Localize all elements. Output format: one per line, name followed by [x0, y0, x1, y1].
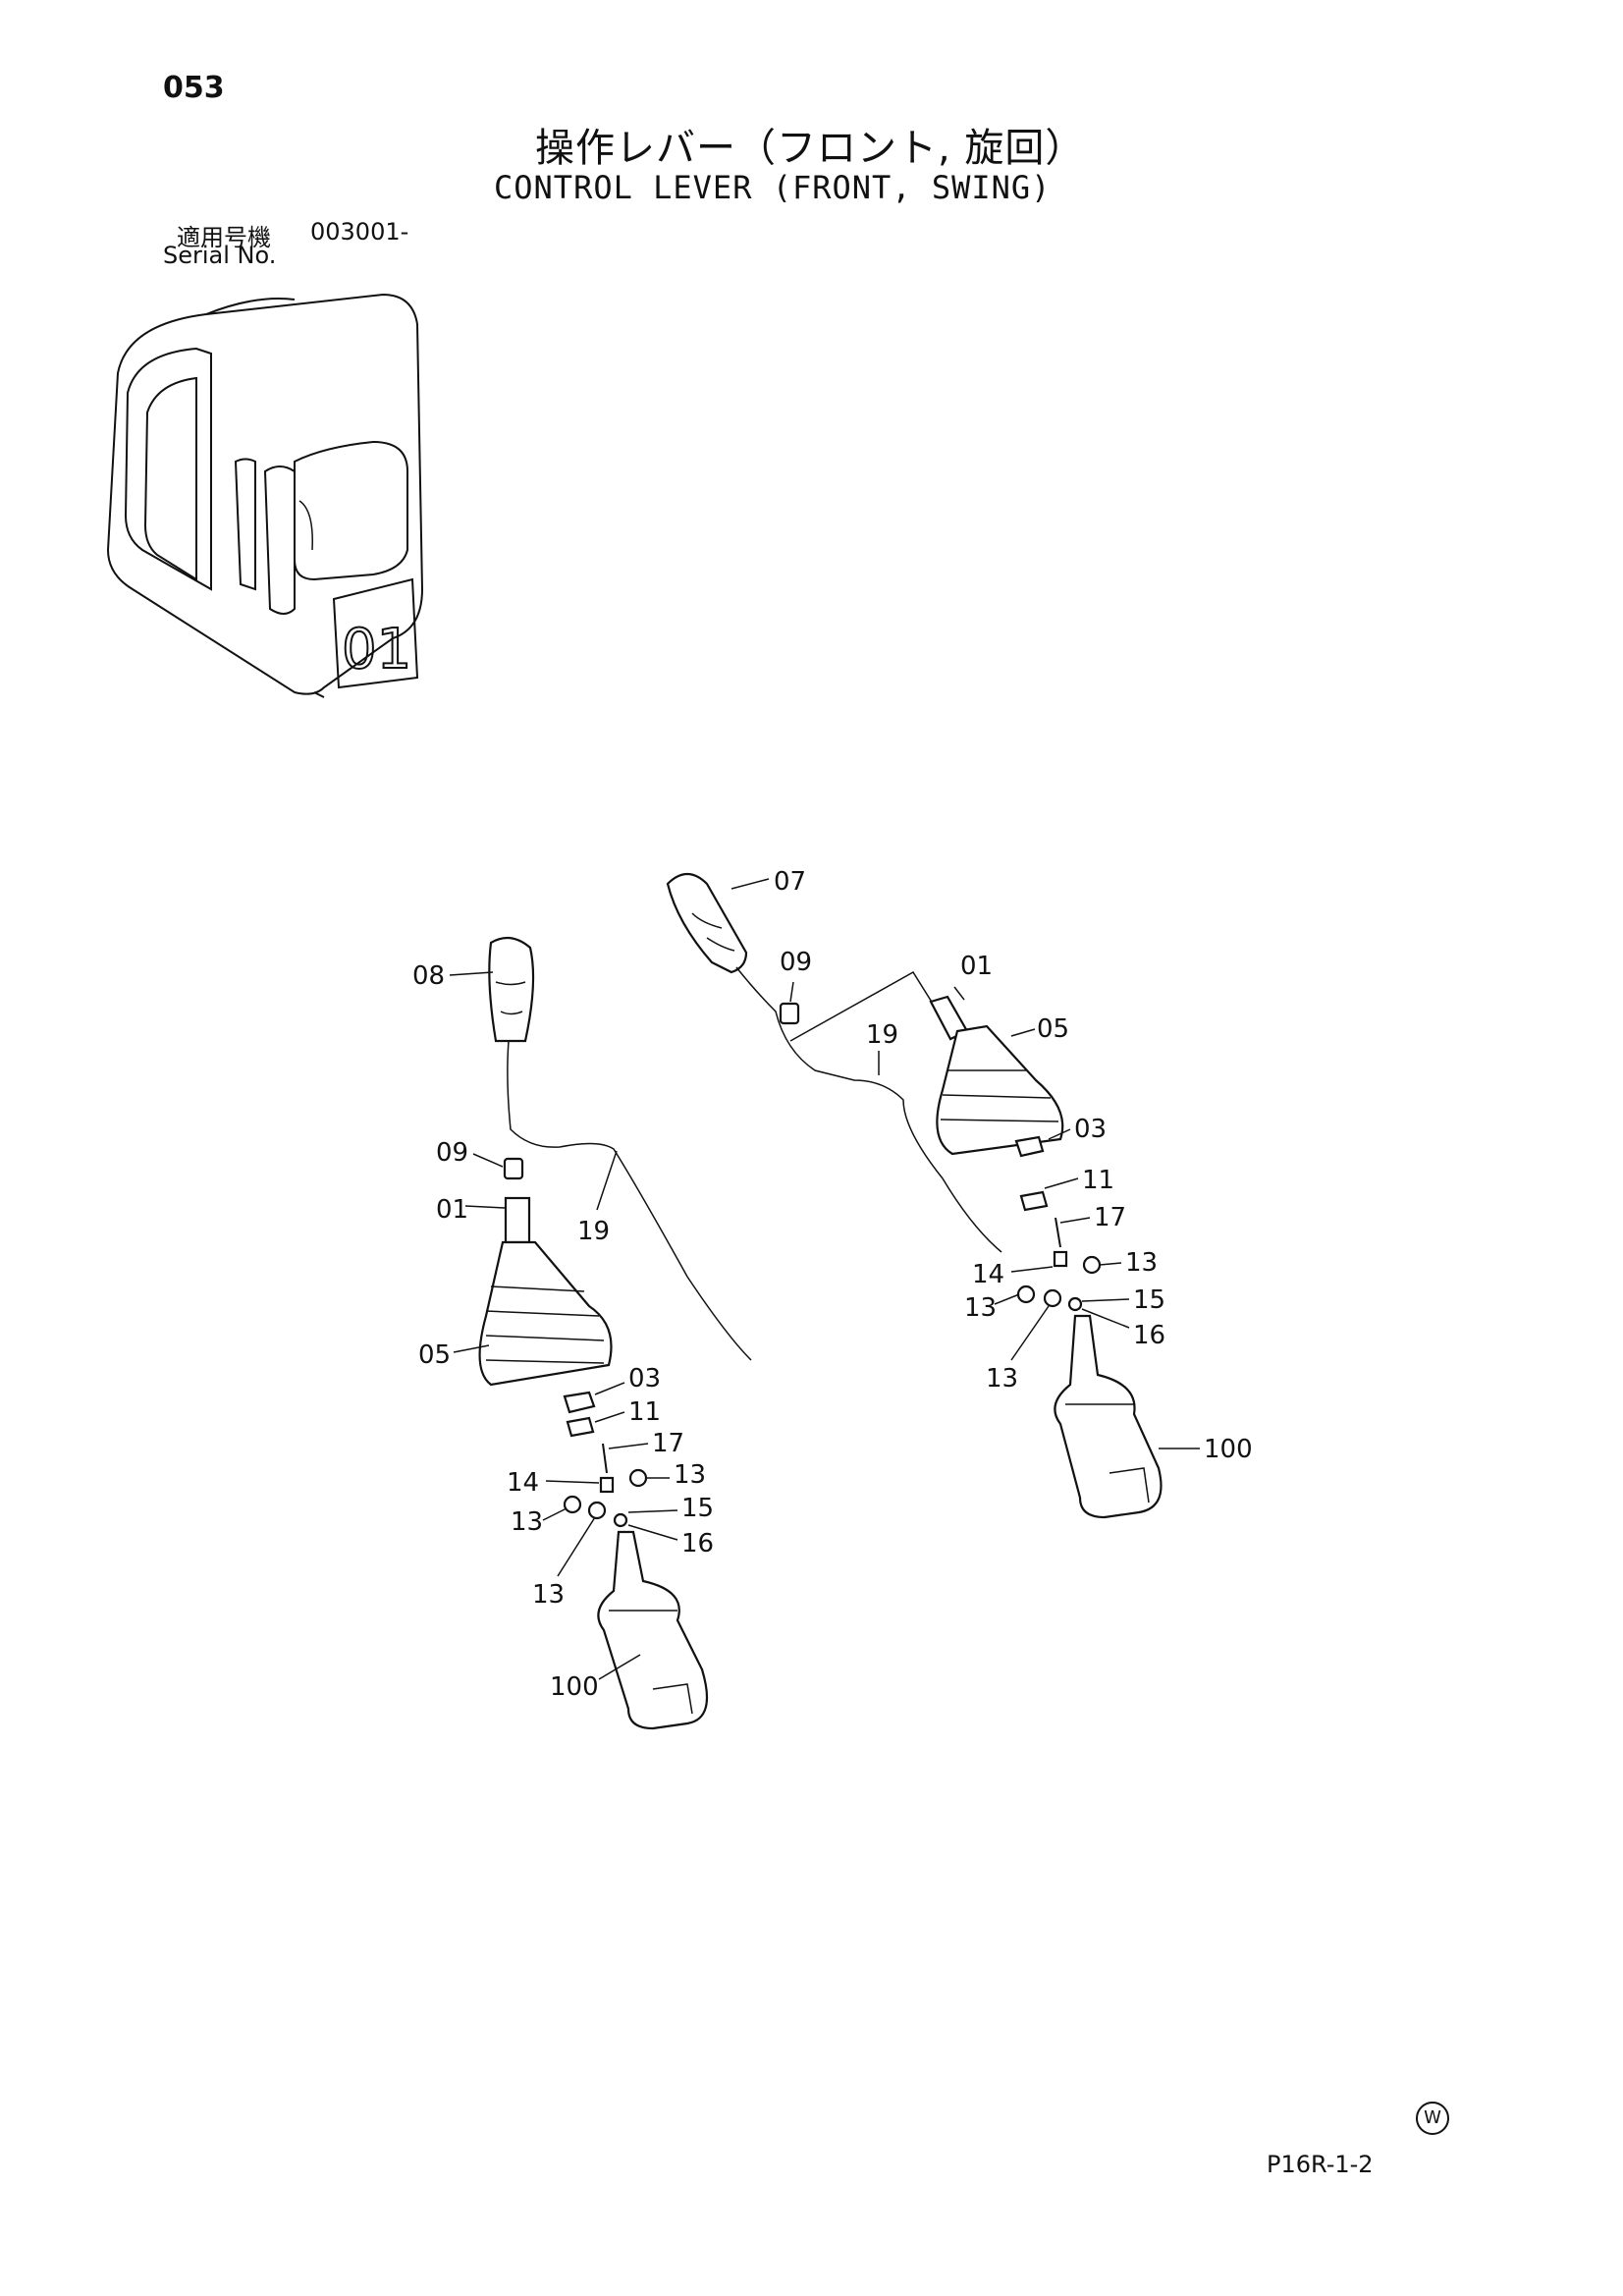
callout-09-right: 09 — [780, 948, 812, 977]
cable-19-right — [735, 966, 1002, 1253]
callout-17-right: 17 — [1094, 1203, 1126, 1232]
callout-13b-left: 13 — [511, 1507, 543, 1537]
callout-05-left: 05 — [418, 1340, 451, 1370]
callouts-left: 08 09 01 19 05 03 11 17 14 13 13 15 16 1… — [412, 961, 714, 1702]
title-english: CONTROL LEVER (FRONT, SWING) — [494, 169, 1052, 206]
callout-01-left: 01 — [436, 1195, 468, 1225]
callout-03-right: 03 — [1074, 1115, 1107, 1144]
serial-label-english: Serial No. — [163, 242, 277, 269]
callout-08-left: 08 — [412, 961, 445, 991]
callout-100-right: 100 — [1204, 1435, 1253, 1464]
nut-03-right — [1014, 1135, 1045, 1158]
callout-16-right: 16 — [1133, 1321, 1165, 1350]
page-number: 053 — [163, 71, 225, 105]
callout-13a-right: 13 — [1125, 1248, 1158, 1278]
callout-11-right: 11 — [1082, 1166, 1114, 1195]
washer-11-left — [566, 1416, 595, 1438]
callout-15-right: 15 — [1133, 1285, 1165, 1315]
callout-13b-right: 13 — [964, 1293, 997, 1323]
callout-01-right: 01 — [960, 952, 993, 981]
callout-05-right: 05 — [1037, 1014, 1069, 1044]
callout-07-right: 07 — [774, 867, 806, 897]
valve-100-left — [597, 1530, 709, 1730]
reference-code: P16R-1-2 — [1267, 2151, 1374, 2178]
pin-14-right — [1053, 1250, 1068, 1268]
callouts-right: 07 09 01 19 05 03 11 17 14 13 13 15 16 1… — [774, 867, 1253, 1464]
callout-100-left: 100 — [550, 1672, 599, 1702]
right-lever-assembly — [666, 872, 1163, 1519]
callout-14-left: 14 — [507, 1468, 539, 1498]
nut-09-left — [503, 1157, 524, 1180]
serial-label-japanese: 適用号機 — [177, 224, 271, 251]
callout-13c-left: 13 — [532, 1580, 565, 1610]
callout-15-left: 15 — [681, 1494, 714, 1523]
title-japanese: 操作レバー（フロント, 旋回） — [535, 126, 1086, 171]
svg-text:01: 01 — [342, 618, 411, 682]
cable-19-left — [507, 1040, 752, 1361]
callout-17-left: 17 — [652, 1429, 684, 1458]
lever-01-left — [504, 1196, 531, 1244]
nut-03-left — [563, 1391, 596, 1414]
callout-14-right: 14 — [972, 1260, 1004, 1289]
nut-09-right — [779, 1002, 800, 1025]
callout-13c-right: 13 — [986, 1364, 1018, 1394]
callout-11-left: 11 — [628, 1397, 661, 1427]
valve-100-right — [1054, 1314, 1163, 1519]
w-circle-mark: W — [1416, 2102, 1449, 2135]
cab-illustration: 01 — [106, 293, 424, 698]
callout-19-left: 19 — [577, 1217, 610, 1246]
pin-14-left — [599, 1476, 615, 1494]
washer-11-right — [1019, 1190, 1049, 1212]
callout-09-left: 09 — [436, 1138, 468, 1168]
callout-16-left: 16 — [681, 1529, 714, 1558]
leader-lines — [449, 878, 1200, 1680]
serial-number-value: 003001- — [310, 218, 409, 246]
callout-13a-left: 13 — [674, 1460, 706, 1490]
grip-08-left — [488, 936, 535, 1043]
callout-19-right: 19 — [866, 1020, 898, 1050]
left-lever-assembly — [478, 936, 752, 1730]
boot-05-right — [936, 1024, 1064, 1156]
callout-03-left: 03 — [628, 1364, 661, 1394]
